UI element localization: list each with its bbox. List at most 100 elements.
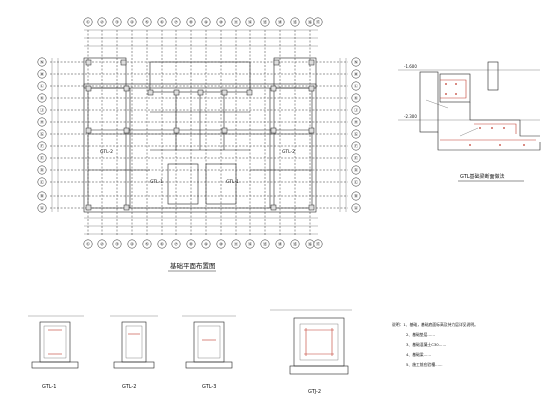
axis-bottom-2-label: ② [100,242,104,247]
axis-right-3-label: Ⓒ [354,179,359,186]
section-title: GTL基础梁断面做法 [460,173,505,180]
axis-left-7-label: Ⓖ [40,131,45,138]
axis-right-9-label: Ⓙ [354,107,359,114]
detail-gtl3: GTL-3 [182,315,236,390]
note-line-4: 4、基础梁…… [406,352,431,357]
axis-bottom-8-bubble [186,239,196,249]
axis-right-1-label: Ⓐ [354,205,359,212]
axis-right-3-bubble [351,177,361,187]
axis-top-7-label: ⑦ [174,20,178,25]
axis-left-6-label: Ⓕ [40,143,45,150]
axis-bottom-2-bubble [97,239,107,249]
axis-bottom-7-label: ⑦ [174,242,178,247]
axis-bottom-4-label: ④ [130,242,134,247]
axis-bottom-1-bubble [83,239,93,249]
axis-right-11-bubble [351,81,361,91]
axis-left-8-bubble [37,117,47,127]
axis-top-14-label: ⑭ [278,19,283,26]
axis-top-12-bubble [245,17,255,27]
axis-top-13-label: ⑬ [263,19,268,26]
detail-caption-4: GTJ-2 [308,389,321,395]
axis-bottom-17-bubble [313,239,323,249]
axis-right-7-label: Ⓖ [354,131,359,138]
axis-bottom-4-bubble [127,239,137,249]
axis-top-8-label: ⑧ [189,20,193,25]
axis-bottom-13-bubble [260,239,270,249]
axis-right-6-label: Ⓕ [354,143,359,150]
axis-top-17-bubble [313,17,323,27]
axis-left-11-bubble [37,81,47,91]
axis-bottom-15-label: ⑮ [293,241,298,248]
axis-left-2-bubble [37,191,47,201]
axis-top-3-label: ③ [115,20,119,25]
note-line-2: 2、基础垫层…… [406,332,435,337]
axis-left-4-label: Ⓓ [40,167,45,174]
axis-top-16-label: ⑯ [308,19,313,26]
axis-right-8-bubble [351,117,361,127]
axis-left-10-bubble [37,93,47,103]
axis-top-6-bubble [157,17,167,27]
axis-bottom-14-label: ⑭ [278,241,283,248]
axis-bottom-6-bubble [157,239,167,249]
axis-left-9-label: Ⓙ [40,107,45,114]
axis-left-3-bubble [37,177,47,187]
axis-right-5-label: Ⓔ [354,155,359,162]
axis-left-2-label: Ⓑ [40,193,45,200]
detail-gtl1: GTL-1 [28,315,84,390]
axis-bottom-9-label: ⑨ [204,242,208,247]
axis-right-2-label: Ⓑ [354,193,359,200]
axis-top-10-bubble [216,17,226,27]
axis-right-11-label: Ⓛ [354,83,359,90]
axis-left-13-bubble [37,57,47,67]
axis-left-7-bubble [37,129,47,139]
axis-left-1-bubble [37,203,47,213]
axis-bottom-11-bubble [231,239,241,249]
axis-top-11-bubble [231,17,241,27]
axis-top-15-bubble [290,17,300,27]
axis-left-5-label: Ⓔ [40,155,45,162]
level-mid: -2.300 [404,114,417,119]
axis-left-10-label: Ⓚ [40,95,45,102]
level-top: -1.600 [404,64,417,69]
axis-top-2-label: ② [100,20,104,25]
axis-bottom-5-bubble [142,239,152,249]
label-gtl1-b: GTL-1 [226,179,239,185]
axis-bottom-17-label: ⑰ [316,241,321,248]
axis-top-11-label: ⑪ [234,19,239,26]
axis-bottom-1-label: ① [86,242,90,247]
axis-top-5-label: ⑤ [145,20,149,25]
axis-left-11-label: Ⓛ [40,83,45,90]
axis-bottom-14-bubble [275,239,285,249]
axis-right-2-bubble [351,191,361,201]
axis-bottom-9-bubble [201,239,211,249]
axis-right-13-label: Ⓝ [354,59,359,66]
axis-bottom-6-label: ⑥ [160,242,164,247]
axis-top-13-bubble [260,17,270,27]
axis-top-7-bubble [171,17,181,27]
axis-bottom-16-label: ⑯ [308,241,313,248]
axis-top-6-label: ⑥ [160,20,164,25]
plan-title: 基础平面布置图 [170,261,216,270]
axis-right-9-bubble [351,105,361,115]
label-gtl2-left: GTL-2 [100,149,113,155]
axis-top-5-bubble [142,17,152,27]
axis-bottom-3-label: ③ [115,242,119,247]
axis-top-9-label: ⑨ [204,20,208,25]
axis-bottom-11-label: ⑪ [234,241,239,248]
axis-bottom-7-bubble [171,239,181,249]
label-gtl2-right: GTL-2 [282,149,295,155]
detail-gtl2: GTL-2 [110,315,158,390]
axis-left-8-label: Ⓗ [40,119,45,126]
axis-right-5-bubble [351,153,361,163]
axis-top-17-label: ⑰ [316,19,321,26]
general-notes: 说明：1、基础，基础底面标高及持力层详见说明。 2、基础垫层…… 3、基础混凝土… [392,322,478,367]
note-line-3: 3、基础混凝土C30…… [406,342,446,347]
axis-top-8-bubble [186,17,196,27]
axis-right-4-bubble [351,165,361,175]
axis-left-6-bubble [37,141,47,151]
axis-top-3-bubble [112,17,122,27]
axis-left-4-bubble [37,165,47,175]
axis-top-9-bubble [201,17,211,27]
axis-bottom-5-label: ⑤ [145,242,149,247]
